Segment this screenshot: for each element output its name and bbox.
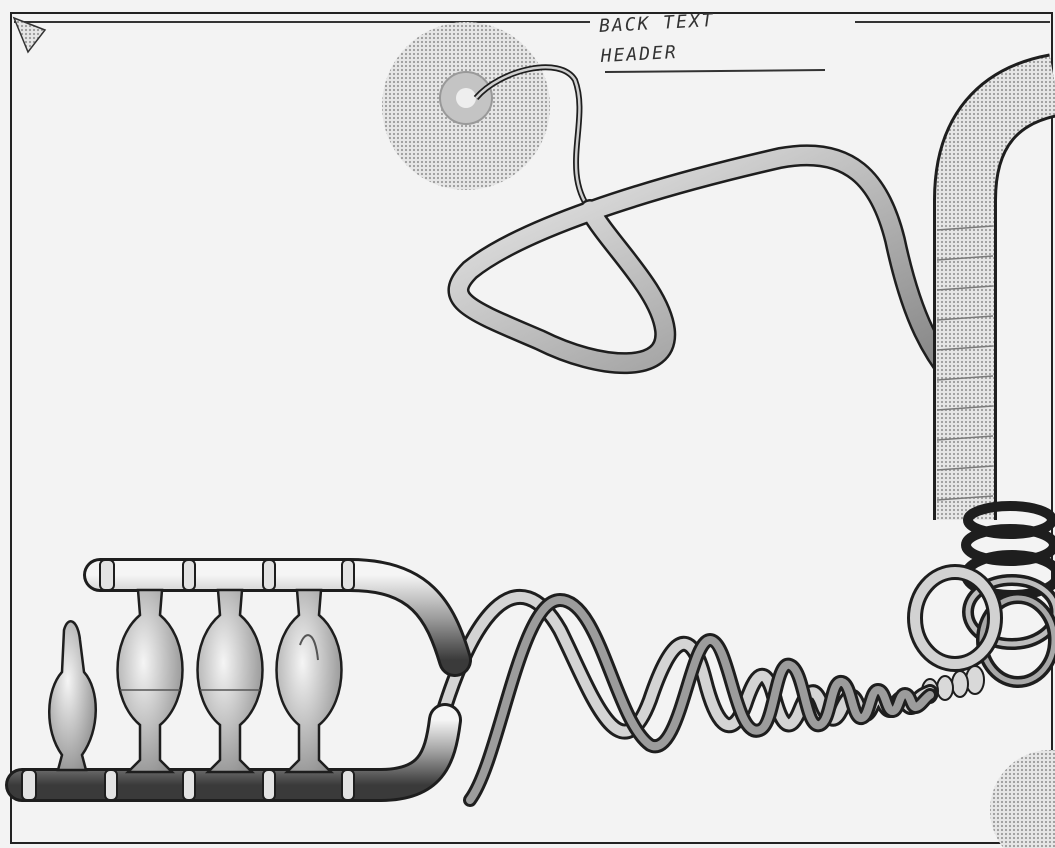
rail-ring: [342, 770, 354, 800]
rail-ring: [105, 770, 117, 800]
base-pair-vase-1: [118, 590, 183, 772]
rail-ring: [100, 560, 114, 590]
note-underline: [605, 70, 825, 72]
solenoid-coils: [915, 506, 1055, 682]
corner-halftone: [990, 750, 1055, 848]
rail-ring: [263, 560, 275, 590]
free-base-vase: [49, 621, 96, 770]
rail-ring: [183, 770, 195, 800]
ladder: [22, 560, 455, 800]
nucleus-center: [456, 88, 476, 108]
rail-ring: [342, 560, 354, 590]
rail-ring: [263, 770, 275, 800]
rail-ring: [22, 770, 36, 800]
corner-sketch: [14, 18, 45, 52]
rail-ring: [183, 560, 195, 590]
coiled-column: [965, 85, 1055, 520]
base-pair-vase-2: [198, 590, 263, 772]
base-pair-vase-3: [277, 590, 342, 772]
double-helix: [430, 597, 930, 800]
